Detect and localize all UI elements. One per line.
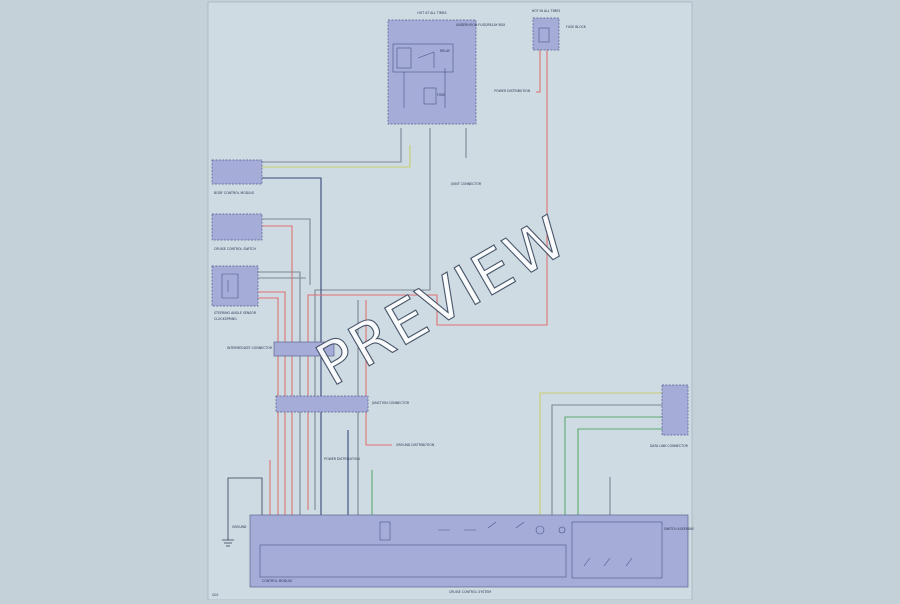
- wire-red-clock-2: [258, 297, 279, 515]
- underhood-fuse-relay-box: HOT AT ALL TIMES UNDERHOOD FUSE/RELAY BO…: [387, 11, 506, 125]
- module-label: CONTROL MODULE: [262, 579, 292, 583]
- fuse-box-right-desc: FUSE BLOCK: [566, 25, 587, 29]
- body-control-module: BODY CONTROL MODULE: [211, 159, 263, 195]
- wire-red-right-fuse: [536, 50, 541, 93]
- mid-connector-2: JUNCTION CONNECTOR: [371, 401, 410, 405]
- right-connector: DATA LINK CONNECTOR: [650, 444, 689, 448]
- ground-note: GROUND DISTRIBUTION: [396, 443, 435, 447]
- footer-label: CRUISE CONTROL SYSTEM: [449, 590, 491, 594]
- intermediate-connector: INTERMEDIATE CONNECTOR: [227, 341, 335, 357]
- junction-connector: JUNCTION CONNECTOR: [275, 395, 410, 413]
- power-dist-label: POWER DISTRIBUTION: [494, 89, 530, 93]
- wire-green-right-2: [577, 428, 662, 515]
- wire-layer: [227, 40, 662, 540]
- relay-label: RELAY: [440, 49, 450, 53]
- wire-red-clock: [258, 291, 286, 515]
- wire-red-cruise: [262, 225, 293, 515]
- cruise-control-switch: CRUISE CONTROL SWITCH: [211, 213, 263, 251]
- left-comp-4: CLOCKSPRING: [214, 317, 237, 321]
- wire-grey-right-1: [551, 404, 662, 515]
- fuse-box-top-desc: UNDERHOOD FUSE/RELAY BOX: [456, 23, 506, 27]
- fuse-label-top: FUSE: [437, 93, 445, 97]
- data-link-connector: DATA LINK CONNECTOR: [650, 384, 689, 448]
- power-note: POWER DISTRIBUTION: [324, 457, 360, 461]
- wire-green-right-1: [564, 416, 662, 515]
- left-comp-2: CRUISE CONTROL SWITCH: [214, 247, 256, 251]
- wire-grey-cruise: [262, 218, 311, 285]
- control-module: CONTROL MODULE SWITCH ASSEMBLY: [249, 514, 694, 588]
- wire-yellow-right: [539, 392, 662, 515]
- wire-yellow-top: [262, 145, 411, 168]
- left-comp-3: STEERING ANGLE SENSOR: [214, 311, 257, 315]
- mid-connector-1: INTERMEDIATE CONNECTOR: [227, 346, 273, 350]
- wire-ground-left: [227, 477, 263, 520]
- wire-fuse-left: [262, 128, 402, 163]
- wire-grey-clock-1: [258, 271, 301, 515]
- clockspring: STEERING ANGLE SENSOR CLOCKSPRING: [211, 265, 259, 321]
- ground-symbol: GROUND: [222, 525, 247, 547]
- wire-red-mid: [365, 300, 392, 446]
- fuse-block-right: HOT IN ALL TIMES FUSE BLOCK POWER DISTRI…: [494, 9, 586, 93]
- switch-group-label: SWITCH ASSEMBLY: [664, 527, 694, 531]
- page-tag: G01: [212, 593, 219, 597]
- fuse-box-top-title: HOT AT ALL TIMES: [417, 11, 446, 15]
- left-comp-1: BODY CONTROL MODULE: [214, 191, 254, 195]
- connector-desc: JOINT CONNECTOR: [450, 182, 482, 186]
- fuse-box-right-title: HOT IN ALL TIMES: [532, 9, 561, 13]
- wire-red-loop: [307, 40, 548, 510]
- bottom-left-ground: GROUND: [232, 525, 247, 529]
